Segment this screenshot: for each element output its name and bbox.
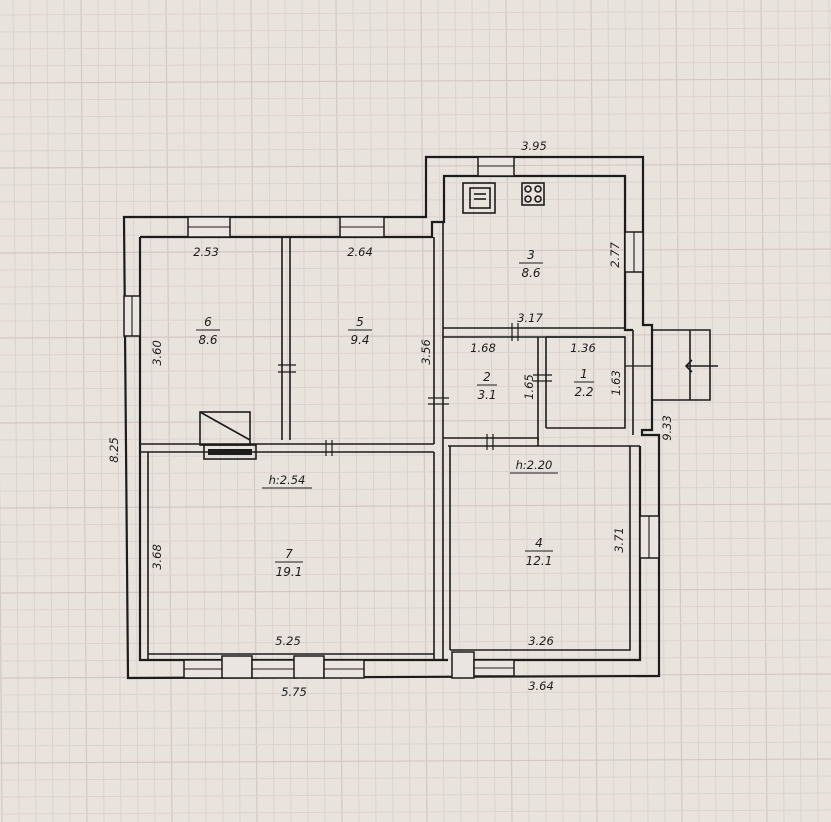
door-marks [278, 323, 652, 456]
svg-text:7: 7 [285, 547, 293, 561]
room-5-label: 5 9.4 [348, 315, 372, 347]
svg-text:8.25: 8.25 [107, 437, 121, 463]
svg-text:9.33: 9.33 [660, 415, 674, 441]
svg-text:3.71: 3.71 [612, 527, 626, 553]
svg-text:6: 6 [204, 315, 212, 329]
svg-text:h:2.54: h:2.54 [269, 473, 306, 487]
svg-text:1.65: 1.65 [522, 374, 536, 400]
room-7-label: 7 19.1 [275, 547, 303, 579]
svg-text:3.26: 3.26 [528, 634, 554, 648]
svg-text:2.64: 2.64 [347, 245, 373, 259]
svg-text:1.36: 1.36 [570, 341, 596, 355]
svg-text:1.68: 1.68 [470, 341, 496, 355]
interior-walls [140, 222, 640, 660]
windows [123, 156, 660, 679]
svg-text:9.4: 9.4 [350, 333, 369, 347]
svg-text:2: 2 [483, 370, 491, 384]
svg-text:8.6: 8.6 [521, 266, 540, 280]
svg-text:3.68: 3.68 [150, 544, 164, 570]
svg-text:3: 3 [527, 248, 535, 262]
dimension-labels: 3.95 2.53 2.64 3.17 1.68 1.36 5.25 3.26 … [107, 139, 674, 699]
room-labels: 1 2.2 2 3.1 3 8.6 4 12.1 5 9.4 6 8.6 [196, 248, 594, 579]
cooktop-icon [521, 182, 545, 206]
svg-text:3.60: 3.60 [150, 340, 164, 366]
ceiling-heights: h:2.54 h:2.20 [262, 458, 558, 489]
svg-text:3.1: 3.1 [477, 388, 496, 402]
svg-text:1: 1 [580, 367, 588, 381]
svg-text:19.1: 19.1 [276, 565, 303, 579]
room-2-label: 2 3.1 [477, 370, 497, 402]
stove-icon [199, 411, 257, 460]
svg-text:5: 5 [356, 315, 364, 329]
entrance-porch [652, 329, 718, 401]
svg-text:1.63: 1.63 [609, 370, 623, 396]
sink-icon [462, 182, 496, 214]
svg-text:5.25: 5.25 [275, 634, 301, 648]
svg-text:8.6: 8.6 [198, 333, 217, 347]
room-1-label: 1 2.2 [574, 367, 594, 399]
svg-text:2.53: 2.53 [193, 245, 219, 259]
svg-text:2.77: 2.77 [608, 242, 622, 268]
svg-text:12.1: 12.1 [526, 554, 553, 568]
svg-text:3.17: 3.17 [517, 311, 543, 325]
svg-text:h:2.20: h:2.20 [516, 458, 553, 472]
svg-text:3.64: 3.64 [528, 679, 554, 693]
svg-text:5.75: 5.75 [281, 685, 307, 699]
room-4-label: 4 12.1 [525, 536, 553, 568]
svg-text:3.56: 3.56 [419, 339, 433, 365]
room-3-label: 3 8.6 [519, 248, 543, 280]
room-6-label: 6 8.6 [196, 315, 220, 347]
svg-text:3.95: 3.95 [521, 139, 547, 153]
svg-text:2.2: 2.2 [574, 385, 593, 399]
svg-text:4: 4 [535, 536, 543, 550]
